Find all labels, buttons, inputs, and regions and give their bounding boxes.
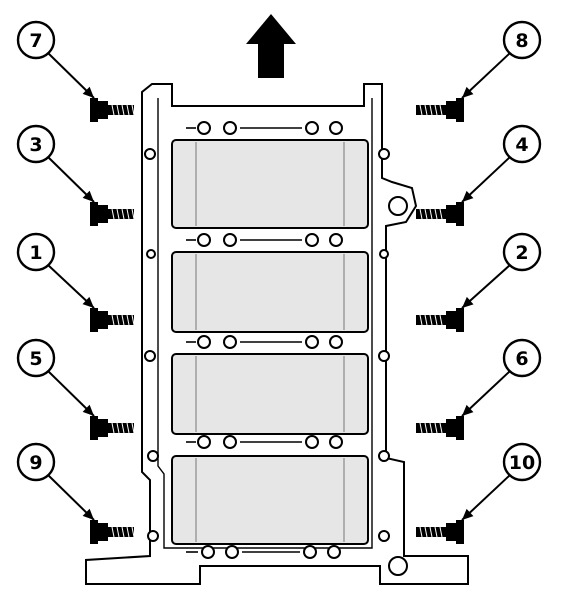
leader-arrowhead (462, 86, 474, 98)
leader-arrowhead (462, 404, 474, 416)
bolts (90, 98, 464, 544)
callouts: 7 8 3 4 1 2 5 6 9 10 (16, 20, 542, 521)
bearing-caps (171, 139, 369, 545)
bolt-10 (416, 520, 464, 544)
callout-2: 2 (461, 232, 542, 309)
callout-number: 9 (29, 452, 42, 474)
cap-bolt-heads (197, 121, 343, 559)
bolt-1 (90, 308, 135, 332)
callout-6: 6 (461, 338, 542, 417)
callout-number: 6 (515, 348, 528, 370)
frame-holes (144, 148, 408, 576)
bedplate-frame (85, 83, 469, 585)
cap-rib-lines (186, 127, 302, 553)
bearing-cap-1 (171, 139, 369, 229)
leader-arrowhead (82, 296, 94, 308)
callout-number: 7 (29, 30, 42, 52)
bolt-6 (416, 416, 464, 440)
bearing-cap-4 (171, 455, 369, 545)
callout-number: 2 (515, 242, 528, 264)
leader-arrowhead (82, 508, 94, 520)
callout-number: 8 (515, 30, 528, 52)
bearing-cap-3 (171, 353, 369, 435)
callout-number: 10 (509, 452, 535, 474)
callout-3: 3 (16, 124, 95, 203)
bearing-cap-2 (171, 251, 369, 333)
callout-7: 7 (16, 20, 95, 99)
callout-5: 5 (16, 338, 95, 417)
bolt-5 (90, 416, 135, 440)
bolt-8 (416, 98, 464, 122)
bolt-2 (416, 308, 464, 332)
leader-arrowhead (82, 404, 94, 416)
leader-arrowhead (82, 190, 94, 202)
leader-arrowhead (462, 508, 474, 520)
bolt-4 (416, 202, 464, 226)
leader-arrowhead (82, 86, 94, 98)
leader-arrowhead (462, 190, 474, 202)
leader-arrowhead (462, 296, 474, 308)
callout-number: 4 (515, 134, 528, 156)
callout-9: 9 (16, 442, 95, 521)
callout-10: 10 (461, 442, 542, 521)
bolt-9 (90, 520, 135, 544)
callout-1: 1 (16, 232, 95, 309)
callout-4: 4 (461, 124, 542, 203)
bolt-7 (90, 98, 135, 122)
callout-number: 1 (29, 242, 42, 264)
callout-number: 3 (29, 134, 42, 156)
arrow-up-icon (246, 14, 296, 78)
bolt-3 (90, 202, 135, 226)
callout-number: 5 (29, 348, 42, 370)
callout-8: 8 (461, 20, 542, 99)
